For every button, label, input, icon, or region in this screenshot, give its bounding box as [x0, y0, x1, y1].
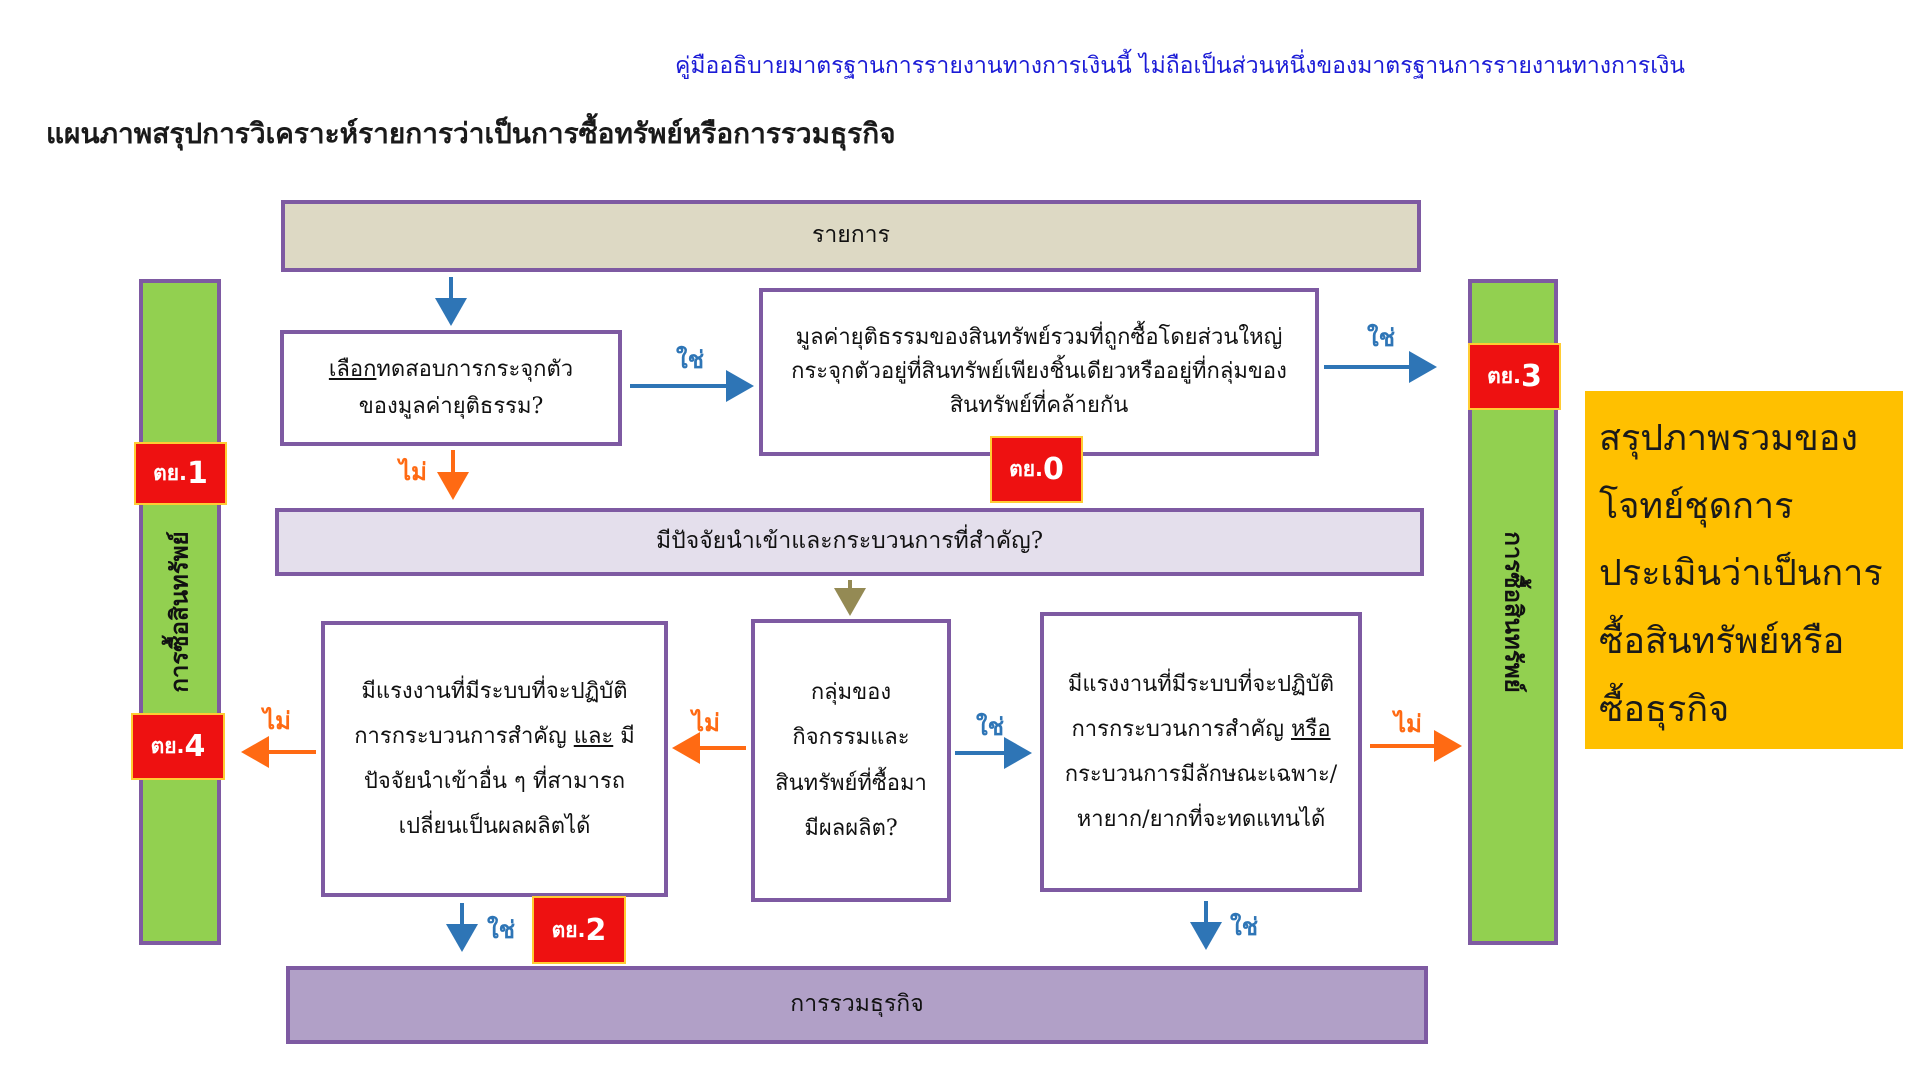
concentration-text: ทดสอบการกระจุกตัว — [376, 356, 574, 382]
label-yes-right: ใช่ — [1230, 913, 1259, 941]
label-yes-center: ใช่ — [976, 713, 1005, 741]
inputs-question-bar: มีปัจจัยนำเข้าและกระบวนการที่สำคัญ? — [275, 508, 1424, 576]
example-tag-4-number: 4 — [184, 729, 206, 764]
process-text-2: กระบวนการมีลักษณะเฉพาะ/หายาก/ยากที่จะทดแ… — [1064, 762, 1338, 833]
page-title: แผนภาพสรุปการวิเคราะห์รายการว่าเป็นการซื… — [46, 117, 896, 150]
workforce-and-word: และ — [573, 723, 614, 749]
business-combination-label: การรวมธุรกิจ — [790, 991, 924, 1018]
label-yes-left: ใช่ — [487, 916, 516, 944]
inputs-question-label: มีปัจจัยนำเข้าและกระบวนการที่สำคัญ? — [655, 528, 1044, 555]
workforce-or-process-box: มีแรงงานที่มีระบบที่จะปฏิบัติการกระบวนกา… — [1040, 612, 1362, 892]
example-tag-1: ตย.1 — [134, 442, 227, 505]
example-tag-0-number: 0 — [1043, 452, 1064, 487]
workforce-text-2: มีปัจจัยนำเข้าอื่น ๆ ที่สามารถเปลี่ยนเป็… — [363, 723, 635, 840]
label-no-center: ไม่ — [692, 709, 720, 737]
business-combination-bar: การรวมธุรกิจ — [286, 966, 1428, 1044]
label-yes-q1: ใช่ — [676, 346, 705, 374]
label-no-right: ไม่ — [1394, 710, 1422, 738]
example-tag-4: ตย.4 — [131, 713, 225, 780]
fair-value-text: มูลค่ายุติธรรมของสินทรัพย์รวมที่ถูกซื้อโ… — [791, 324, 1287, 419]
example-tag-3: ตย.3 — [1468, 343, 1561, 410]
concentration-option-word: เลือก — [328, 356, 377, 382]
example-tag-1-number: 1 — [187, 456, 208, 491]
asset-acquisition-left-bar: การซื้อสินทรัพย์ — [139, 279, 221, 945]
transaction-bar: รายการ — [281, 200, 1421, 272]
label-yes-q0: ใช่ — [1367, 324, 1396, 352]
workforce-text-1: มีแรงงานที่มีระบบที่จะปฏิบัติการกระบวนกา… — [354, 678, 628, 749]
transaction-label: รายการ — [812, 222, 890, 249]
example-tag-3-number: 3 — [1521, 359, 1542, 394]
outputs-question-text: กลุ่มของกิจกรรมและสินทรัพย์ที่ซื้อมามีผล… — [775, 680, 927, 841]
example-tag-2: ตย.2 — [532, 896, 626, 964]
outputs-question-box: กลุ่มของกิจกรรมและสินทรัพย์ที่ซื้อมามีผล… — [751, 619, 951, 902]
concentration-text-line2: ของมูลค่ายุติธรรม? — [358, 394, 544, 419]
label-no-left: ไม่ — [263, 707, 291, 735]
asset-acquisition-right-label: การซื้อสินทรัพย์ — [1499, 531, 1528, 693]
process-or-word: หรือ — [1291, 716, 1331, 742]
label-no-q1: ไม่ — [399, 458, 427, 486]
asset-acquisition-left-label: การซื้อสินทรัพย์ — [165, 531, 194, 693]
summary-callout: สรุปภาพรวมของโจทย์ชุดการประเมินว่าเป็นกา… — [1585, 391, 1903, 749]
fair-value-box: มูลค่ายุติธรรมของสินทรัพย์รวมที่ถูกซื้อโ… — [759, 288, 1319, 456]
header-note: คู่มืออธิบายมาตรฐานการรายงานทางการเงินนี… — [674, 53, 1686, 79]
example-tag-2-number: 2 — [585, 912, 607, 948]
workforce-and-inputs-box: มีแรงงานที่มีระบบที่จะปฏิบัติการกระบวนกา… — [321, 621, 668, 897]
process-text-1: มีแรงงานที่มีระบบที่จะปฏิบัติการกระบวนกา… — [1067, 671, 1335, 742]
example-tag-0: ตย.0 — [990, 436, 1083, 503]
concentration-test-box: เลือกทดสอบการกระจุกตัว ของมูลค่ายุติธรรม… — [280, 330, 622, 446]
